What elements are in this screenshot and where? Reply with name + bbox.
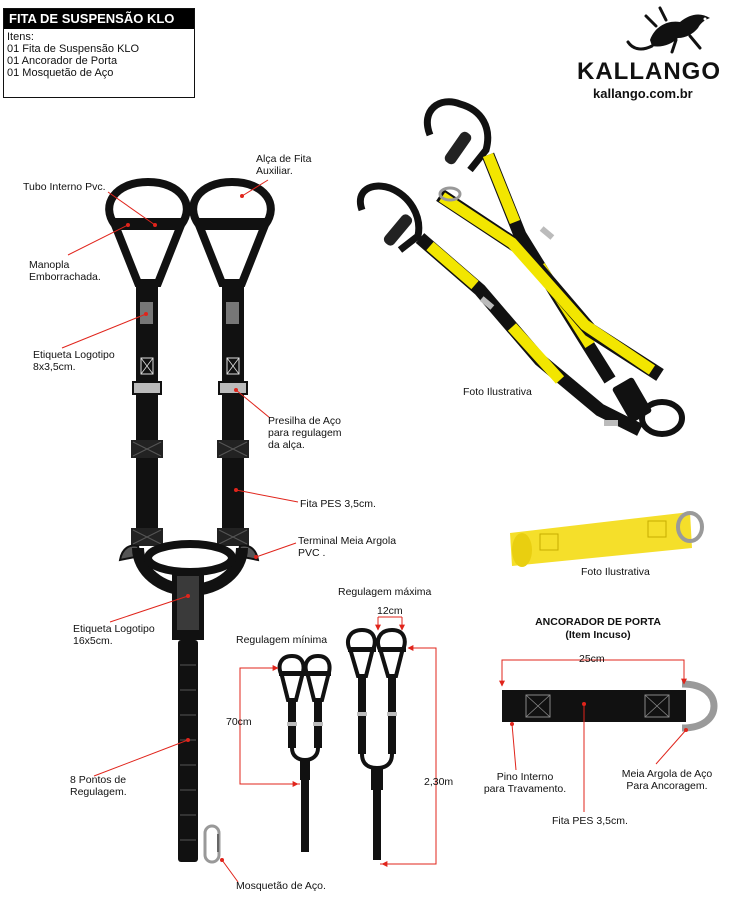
- list-item: 01 Ancorador de Porta: [7, 55, 118, 67]
- label-regulagem-maxima: Regulagem máxima: [338, 586, 432, 598]
- anchor-photo: [510, 511, 704, 567]
- label-regulagem-minima: Regulagem mínima: [236, 634, 328, 646]
- label-etiqueta-grande: Etiqueta Logotipo 16x5cm.: [73, 623, 155, 647]
- label-anchor-fita: Fita PES 3,5cm.: [552, 815, 628, 827]
- anchor-length: 25cm: [579, 653, 605, 665]
- label-presilha: Presilha de Aço para regulagem da alça.: [268, 415, 342, 451]
- gecko-icon: [626, 6, 710, 54]
- anchor-title: ANCORADOR DE PORTA: [535, 616, 661, 628]
- label-meia-argola: Meia Argola de Aço Para Ancoragem.: [621, 768, 713, 792]
- items-heading: Itens:: [7, 31, 34, 43]
- label-fita-pes: Fita PES 3,5cm.: [300, 498, 376, 510]
- photo-caption-anchor: Foto Ilustrativa: [581, 566, 650, 578]
- label-max-length: 2,30m: [424, 776, 454, 788]
- photo-caption-trainer: Foto Ilustrativa: [463, 386, 532, 398]
- brand-url[interactable]: kallango.com.br: [593, 86, 693, 101]
- label-pino-interno: Pino Interno para Travamento.: [483, 771, 567, 795]
- list-item: 01 Fita de Suspensão KLO: [7, 43, 140, 55]
- min-adjustment-illustration: [277, 653, 332, 852]
- label-handle-width: 12cm: [377, 605, 403, 617]
- label-mosquetao: Mosquetão de Aço.: [236, 880, 326, 892]
- brand-name: KALLANGO: [577, 58, 721, 85]
- max-adjustment-illustration: [346, 627, 407, 860]
- trainer-photo: [356, 98, 685, 437]
- label-terminal: Terminal Meia Argola PVC .: [298, 535, 397, 559]
- list-item: 01 Mosquetão de Aço: [7, 67, 114, 79]
- suspension-trainer-illustration: [105, 177, 275, 862]
- anchor-subtitle: (Item Incuso): [565, 629, 631, 641]
- label-min-length: 70cm: [226, 716, 252, 728]
- label-etiqueta-pequena: Etiqueta Logotipo 8x3,5cm.: [33, 349, 115, 373]
- label-alca-fita: Alça de Fita Auxiliar.: [256, 153, 312, 177]
- label-pontos: 8 Pontos de Regulagem.: [70, 774, 127, 798]
- carabiner-icon: [203, 824, 221, 864]
- label-manopla: Manopla Emborrachada.: [29, 259, 101, 283]
- label-tubo-interno: Tubo Interno Pvc.: [23, 181, 106, 193]
- door-anchor-illustration: [502, 680, 718, 732]
- product-title: FITA DE SUSPENSÃO KLO: [4, 9, 194, 29]
- product-info-box: FITA DE SUSPENSÃO KLO Itens: 01 Fita de …: [3, 8, 195, 98]
- items-list: Itens: 01 Fita de Suspensão KLO 01 Ancor…: [4, 29, 194, 81]
